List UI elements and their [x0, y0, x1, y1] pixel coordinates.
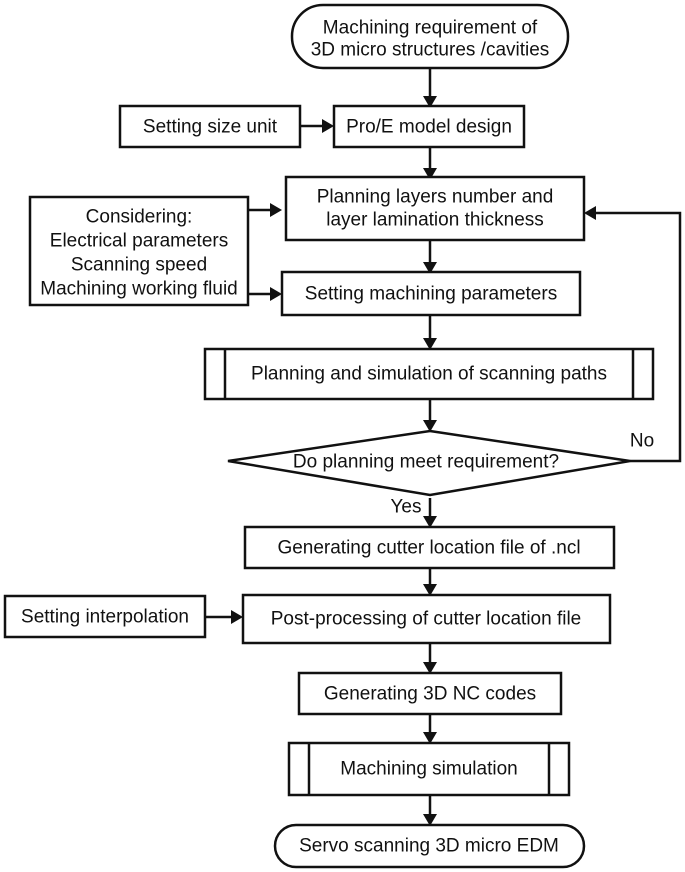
node-params	[280, 270, 582, 317]
arrowhead	[231, 610, 243, 624]
node-size-unit	[118, 104, 302, 149]
node-model-label: Pro/E model design	[346, 117, 512, 138]
arrowhead	[270, 287, 282, 301]
node-end	[273, 823, 586, 869]
node-interp-label: Setting interpolation	[21, 607, 189, 628]
nodes: Machining requirement of 3D micro struct…	[3, 3, 655, 869]
node-considering-line-1: Considering:	[86, 207, 193, 228]
node-cutter-label: Generating cutter location file of .ncl	[277, 538, 580, 559]
node-start-line-2: 3D micro structures /cavities	[311, 40, 550, 61]
node-params-label: Setting machining parameters	[305, 284, 557, 305]
node-decision	[227, 429, 631, 497]
node-paths-label: Planning and simulation of scanning path…	[251, 364, 607, 385]
node-start-line-1: Machining requirement of	[323, 18, 538, 39]
node-sim-label: Machining simulation	[340, 759, 517, 780]
node-layers-line-2: layer lamination thickness	[326, 210, 544, 231]
arrowhead	[423, 516, 437, 528]
arrowhead	[270, 203, 282, 217]
node-end-label: Servo scanning 3D micro EDM	[299, 836, 559, 857]
node-post	[241, 593, 612, 645]
arrowhead	[423, 338, 437, 350]
node-size-unit-label: Setting size unit	[143, 117, 278, 138]
node-model	[332, 104, 526, 149]
arrowhead	[322, 119, 334, 133]
arrowhead	[423, 814, 437, 826]
arrowhead	[584, 206, 596, 220]
node-layers-line-1: Planning layers number and	[317, 187, 554, 208]
arrowhead	[423, 96, 437, 108]
node-nc-label: Generating 3D NC codes	[324, 684, 536, 705]
node-start	[290, 3, 570, 70]
node-paths	[203, 347, 655, 401]
node-sim	[287, 741, 571, 797]
node-post-label: Post-processing of cutter location file	[271, 609, 582, 630]
node-cutter	[243, 525, 616, 570]
edge-label-no: No	[630, 431, 654, 452]
node-layers	[284, 175, 586, 242]
arrowhead	[423, 262, 437, 274]
arrowhead	[423, 168, 437, 180]
node-interp	[3, 594, 207, 639]
node-considering-line-2: Electrical parameters	[50, 231, 228, 252]
edge-label-yes: Yes	[391, 497, 422, 518]
node-decision-label: Do planning meet requirement?	[293, 452, 559, 473]
node-considering-line-4: Machining working fluid	[40, 279, 238, 300]
arrowhead	[423, 584, 437, 596]
node-considering-line-3: Scanning speed	[71, 255, 207, 276]
arrowhead	[423, 420, 437, 432]
connectors	[205, 68, 682, 826]
node-nc	[297, 671, 563, 716]
arrowhead	[423, 732, 437, 744]
edge-decision-no-loop	[596, 211, 682, 463]
arrowhead	[423, 662, 437, 674]
node-considering	[28, 195, 250, 307]
